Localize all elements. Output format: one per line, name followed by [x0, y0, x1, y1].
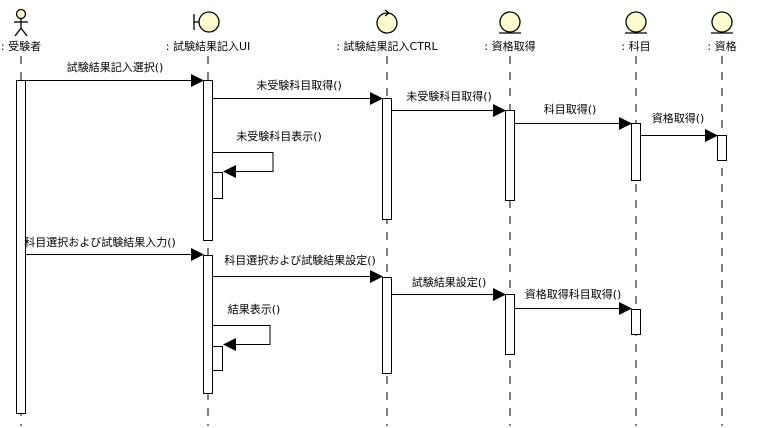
activation-bar — [382, 98, 392, 220]
message-label: 科目取得() — [544, 102, 597, 116]
activation-bar — [505, 110, 515, 201]
activation-bar — [203, 80, 213, 241]
participant-name: : 資格 — [707, 39, 736, 53]
participant-name: : 資格取得 — [484, 39, 535, 53]
participant-name: : 科目 — [621, 39, 650, 53]
entity-icon — [499, 11, 521, 34]
arrowhead — [493, 288, 506, 301]
participant-name: : 試験結果記入UI — [166, 39, 251, 53]
message-label: 未受験科目取得() — [256, 78, 342, 92]
arrowhead — [619, 117, 632, 130]
arrowhead — [223, 338, 236, 351]
message-label: 未受験科目取得() — [406, 89, 492, 103]
arrowhead — [223, 165, 236, 178]
boundary-icon — [193, 11, 220, 33]
control-icon — [376, 9, 398, 34]
activation-bar — [717, 135, 727, 161]
self-message-arrow — [213, 325, 271, 345]
message-label: 未受験科目表示() — [236, 129, 322, 143]
activation-bar — [631, 309, 641, 335]
message-label: 科目選択および試験結果入力() — [24, 235, 176, 249]
activation-bar — [631, 123, 641, 181]
arrowhead — [370, 92, 383, 105]
arrowhead — [619, 302, 632, 315]
arrowhead — [191, 248, 204, 261]
arrowhead — [191, 74, 204, 87]
activation-bar — [382, 277, 392, 374]
message-label: 資格取得科目取得() — [525, 287, 622, 301]
arrowhead — [370, 270, 383, 283]
message-label: 科目選択および試験結果設定() — [224, 253, 376, 267]
activation-bar — [505, 294, 515, 355]
message-label: 資格取得() — [652, 111, 705, 125]
actor-icon — [14, 8, 28, 37]
activation-bar — [203, 255, 213, 394]
participant-name: : 試験結果記入CTRL — [336, 39, 438, 53]
activation-bar — [16, 80, 26, 414]
message-label: 試験結果記入選択() — [67, 60, 164, 74]
arrowhead — [705, 129, 718, 142]
self-message-arrow — [213, 152, 274, 172]
participant-name: : 受験者 — [1, 39, 41, 53]
entity-icon — [625, 11, 647, 34]
activation-bar — [212, 172, 223, 199]
entity-icon — [711, 11, 733, 34]
message-label: 試験結果設定() — [412, 275, 487, 289]
activation-bar — [212, 346, 223, 371]
message-label: 結果表示() — [228, 302, 281, 316]
arrowhead — [493, 104, 506, 117]
